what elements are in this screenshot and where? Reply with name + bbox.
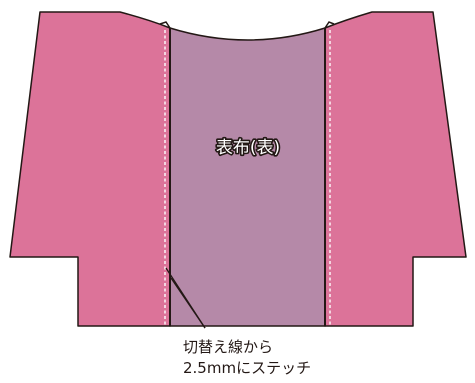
right-notch-mark [324,21,335,29]
left-side-panel [9,11,171,327]
right-side-panel [324,11,467,327]
left-notch-mark [159,21,171,29]
center-panel-label: 表布(表) [216,138,280,158]
center-panel [169,27,326,327]
callout-leader-line-2 [170,277,206,329]
callout-caption-line-1: 切替え線から [183,338,273,356]
callout-caption-line-2: 2.5mmにステッチ [183,359,311,377]
